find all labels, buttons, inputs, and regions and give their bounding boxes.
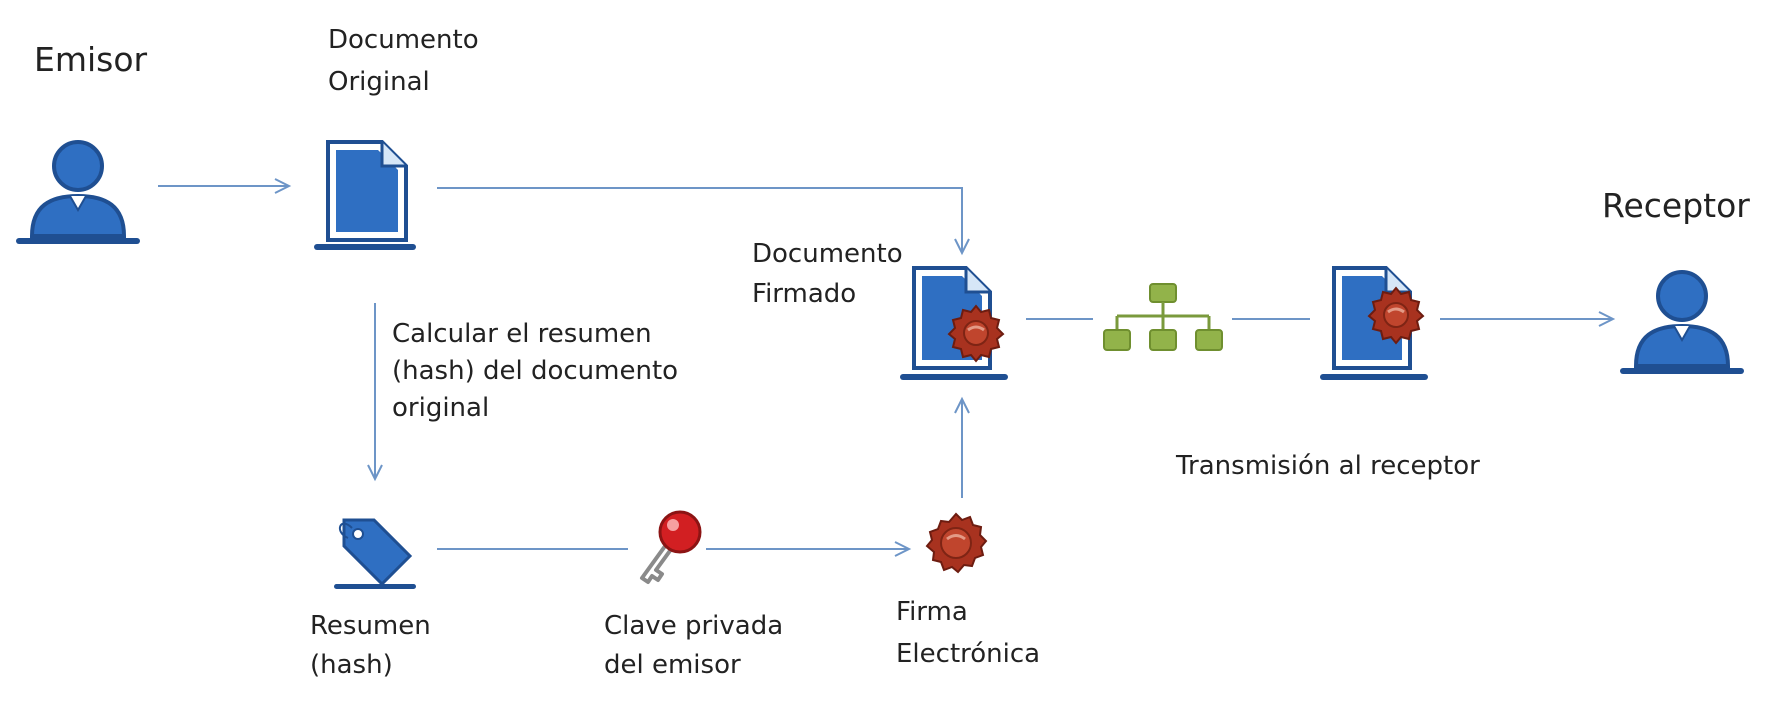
- wax-seal-icon: [925, 512, 988, 574]
- transmission-label: Transmisión al receptor: [1176, 451, 1480, 481]
- emisor-label: Emisor: [34, 40, 148, 79]
- firma-electronica-label-line1: Firma: [896, 597, 968, 627]
- person-icon: [16, 140, 140, 244]
- document-icon: [314, 140, 416, 250]
- network-icon: [1103, 283, 1223, 351]
- documento-firmado-node: [896, 262, 1012, 392]
- signed-document-icon: [900, 266, 1008, 380]
- arrow-original-to-firmado: [437, 187, 970, 256]
- receptor-label: Receptor: [1602, 186, 1750, 225]
- documento-firmado-label-line2: Firmado: [752, 279, 857, 309]
- hash-step-label-line2: (hash) del documento: [392, 356, 679, 386]
- documento-original-label-line1: Documento: [328, 25, 479, 55]
- person-icon: [1620, 270, 1744, 374]
- key-icon: [640, 510, 702, 584]
- tag-icon: [334, 518, 416, 589]
- clave-privada-label-line2: del emisor: [604, 650, 741, 680]
- documento-original-node: [310, 136, 420, 260]
- receptor-node: [1618, 258, 1746, 384]
- signed-document-icon: [1320, 266, 1428, 380]
- hash-step-label-line1: Calcular el resumen: [392, 319, 652, 349]
- network-node: [1100, 282, 1226, 362]
- clave-privada-node: [628, 508, 708, 600]
- resumen-node: [330, 512, 420, 596]
- firma-electronica-label-line2: Electrónica: [896, 639, 1041, 669]
- documento-firmado-label-line1: Documento: [752, 239, 903, 269]
- documento-transmitido-node: [1316, 262, 1432, 392]
- firma-electronica-node: [924, 512, 988, 580]
- documento-original-label-line2: Original: [328, 67, 430, 97]
- hash-step-label-line3: original: [392, 393, 490, 423]
- clave-privada-label-line1: Clave privada: [604, 611, 784, 641]
- resumen-label-line1: Resumen: [310, 611, 431, 641]
- resumen-label-line2: (hash): [310, 650, 393, 680]
- emisor-node: [14, 128, 142, 254]
